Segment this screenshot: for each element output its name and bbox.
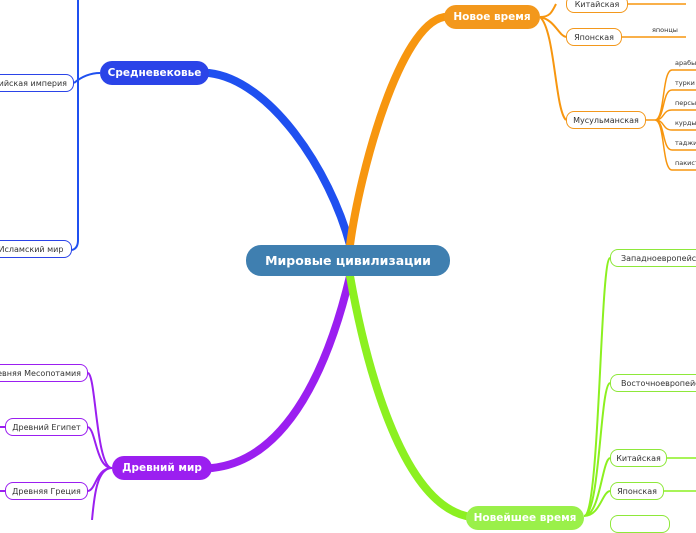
subtopic-islamic-world[interactable]: Исламский мир	[0, 240, 72, 258]
subtopic-eastern-european[interactable]: Восточноевропейска…	[610, 374, 696, 392]
branch-medieval[interactable]: Средневековье	[100, 61, 209, 85]
subtopic-label: Китайская	[574, 0, 620, 9]
link-root-newest	[346, 272, 470, 520]
connector-layer	[0, 0, 696, 520]
link-ancient-trunk	[87, 372, 113, 520]
root-node[interactable]: Мировые цивилизации	[246, 245, 450, 276]
branch-newest[interactable]: Новейшее время	[466, 506, 584, 530]
leaf-kurds[interactable]: курды	[675, 119, 696, 127]
root-node-label: Мировые цивилизации	[265, 253, 431, 268]
branch-new-time[interactable]: Новое время	[444, 5, 540, 29]
leaf-pakistanis[interactable]: пакист…	[675, 159, 696, 167]
subtopic-newest-partial[interactable]	[610, 515, 670, 533]
subtopic-label: Древняя Греция	[12, 486, 81, 496]
subtopic-label: Китайская	[616, 453, 661, 463]
link-medieval-byz	[73, 72, 101, 84]
subtopic-label: Восточноевропейска…	[621, 378, 696, 388]
subtopic-label: …евняя Месопотамия	[0, 368, 81, 378]
branch-ancient-label: Древний мир	[122, 462, 202, 474]
subtopic-new-chinese[interactable]: Китайская	[566, 0, 628, 13]
branch-new-time-label: Новое время	[453, 11, 531, 23]
subtopic-label: Мусульманская	[573, 115, 639, 125]
subtopic-western-european[interactable]: Западноевропейска…	[610, 249, 696, 267]
link-muslim-leaves	[646, 69, 696, 171]
branch-ancient[interactable]: Древний мир	[112, 456, 212, 480]
link-medieval-trunk	[71, 0, 79, 251]
link-root-medieval	[205, 69, 354, 249]
link-new-trunk	[539, 3, 567, 121]
subtopic-label: Западноевропейска…	[621, 253, 696, 263]
subtopic-egypt[interactable]: Древний Египет	[5, 418, 88, 436]
branch-newest-label: Новейшее время	[473, 512, 577, 524]
leaf-arabs[interactable]: арабы	[675, 59, 696, 67]
link-root-ancient	[208, 272, 354, 472]
branch-medieval-label: Средневековье	[107, 67, 202, 79]
subtopic-label: Исламский мир	[0, 244, 64, 254]
subtopic-new-muslim[interactable]: Мусульманская	[566, 111, 646, 129]
subtopic-newest-japanese[interactable]: Японская	[610, 482, 664, 500]
subtopic-byzantine-empire[interactable]: …тийская империя	[0, 74, 74, 92]
leaf-persians[interactable]: персы	[675, 99, 696, 107]
subtopic-mesopotamia[interactable]: …евняя Месопотамия	[0, 364, 88, 382]
subtopic-label: Японская	[574, 32, 614, 42]
subtopic-label: Японская	[617, 486, 657, 496]
leaf-japanese-people[interactable]: японцы	[652, 26, 678, 34]
subtopic-label: …тийская империя	[0, 78, 67, 88]
link-newest-trunk	[583, 257, 611, 517]
subtopic-new-japanese[interactable]: Японская	[566, 28, 622, 46]
link-root-new	[346, 13, 448, 249]
subtopic-newest-chinese[interactable]: Китайская	[610, 449, 667, 467]
leaf-tajiks[interactable]: таджи…	[675, 139, 696, 147]
subtopic-label: Древний Египет	[12, 422, 81, 432]
leaf-turks[interactable]: турки	[675, 79, 695, 87]
subtopic-greece[interactable]: Древняя Греция	[5, 482, 88, 500]
